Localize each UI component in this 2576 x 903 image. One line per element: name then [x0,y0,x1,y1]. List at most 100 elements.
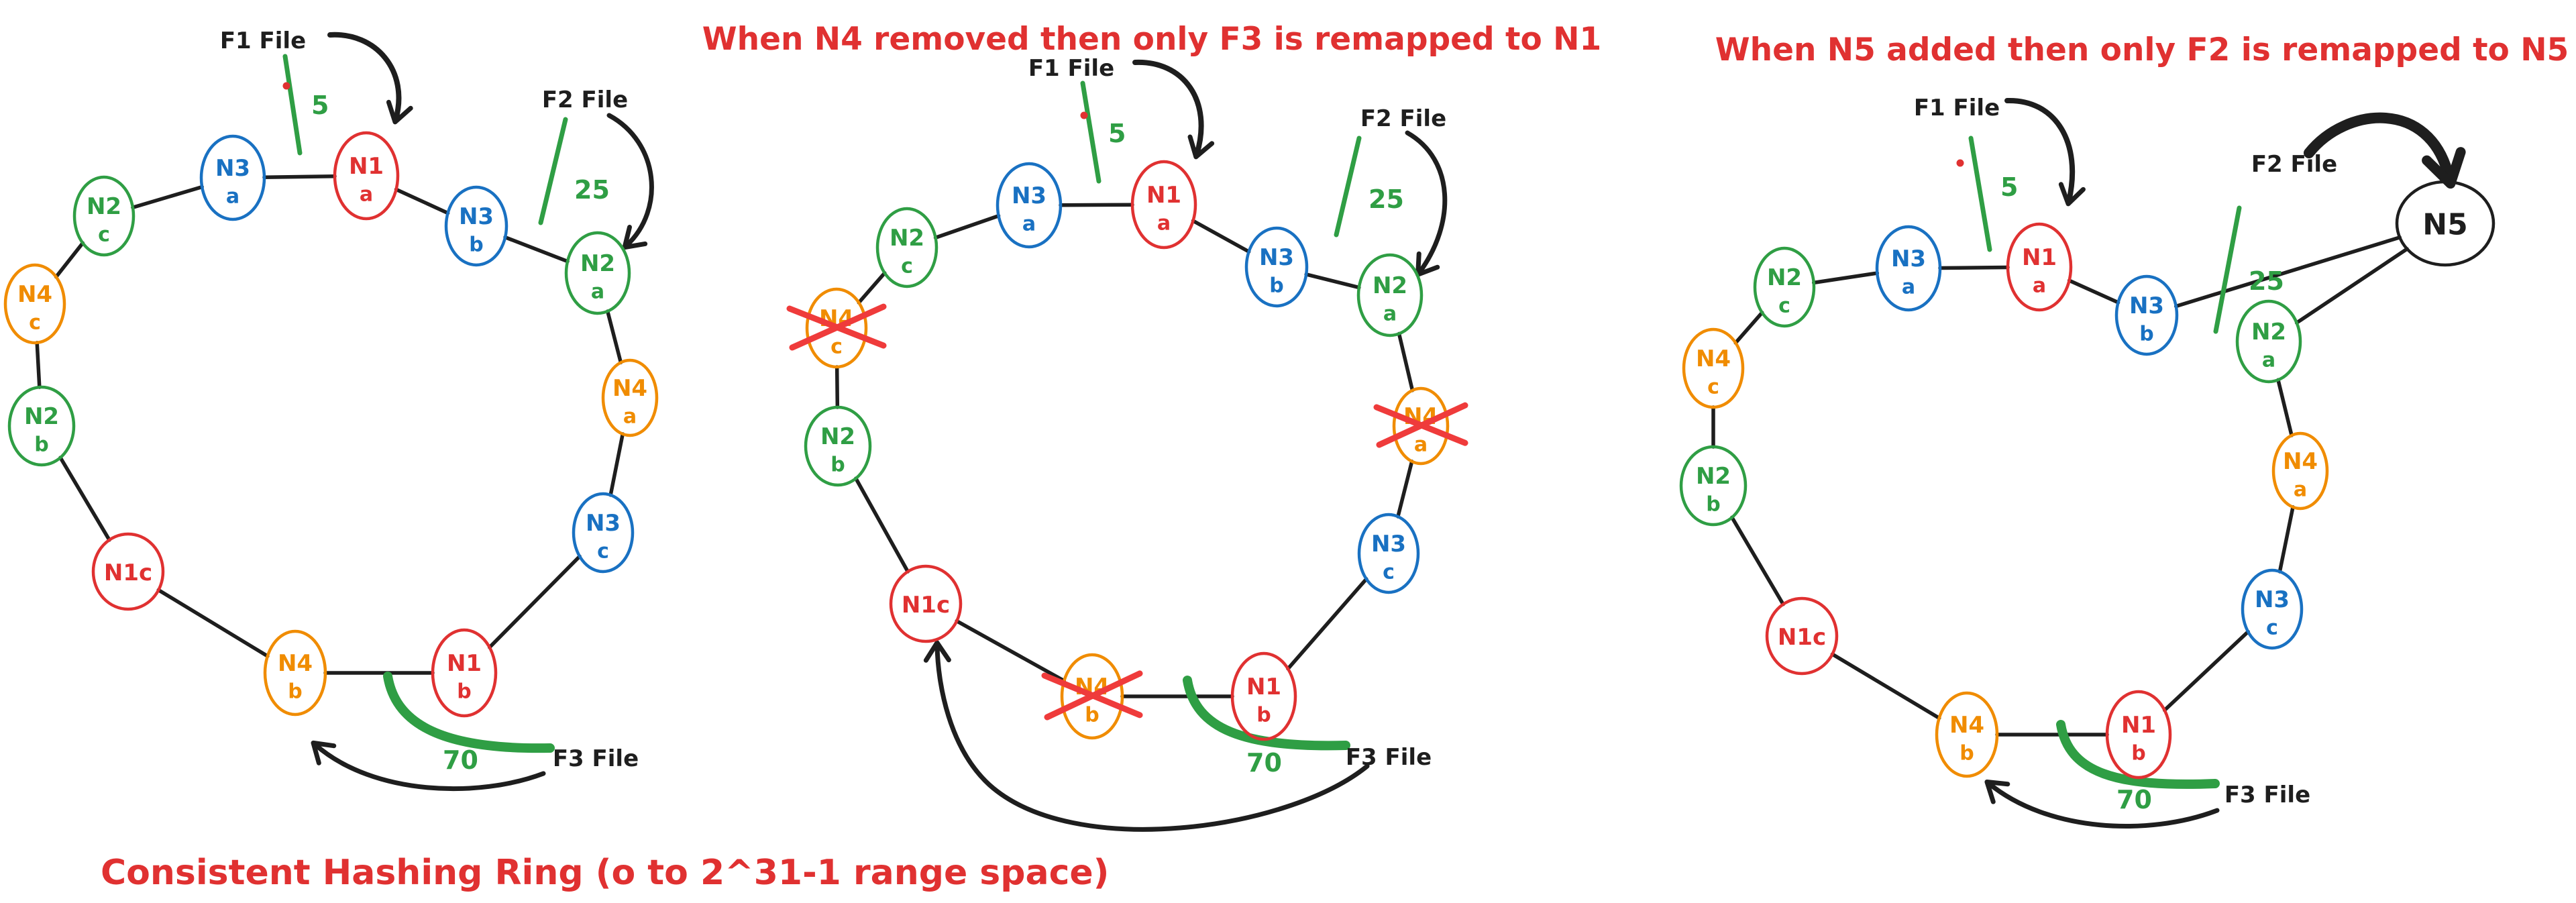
node-ellipse [7,385,76,467]
diagram-caption: Consistent Hashing Ring (o to 2^31-1 ran… [101,853,1109,893]
node-label: N3 [1259,244,1294,271]
hash-position-tick: 25 [1334,136,1404,237]
node-ellipse [1765,596,1839,676]
node-n3c: N3c [2241,568,2304,650]
ring-edge [857,271,887,305]
hash-value: 5 [1108,119,1126,148]
removed-cross-line [1376,402,1468,448]
ring-edge [2162,629,2250,712]
node-label: N3 [2255,586,2290,613]
node-ellipse [3,263,66,345]
node-label: N3 [1371,531,1406,557]
node-label: N1c [902,592,950,619]
hash-tick-stroke [1183,676,1350,751]
file-label: F2 File [1360,105,1446,132]
node-n2c: N2c [72,175,136,257]
f2-remap-arrow [2304,112,2466,189]
removed-cross-line [789,303,887,351]
node-replica-letter: b [1269,274,1283,298]
node-ellipse [1356,253,1424,337]
file-label: F2 File [542,87,628,113]
ring-edge [605,309,623,365]
node-replica-letter: a [360,183,373,207]
hash-value: 25 [1368,184,1404,214]
node-n4b: N4b [263,629,327,716]
ring-edge [2294,247,2409,325]
node-n2c: N2c [1753,246,1816,328]
node-replica-letter: a [2033,274,2046,298]
node-replica-letter: b [288,680,302,704]
removed-cross-line [1044,670,1143,721]
node-n3a: N3a [199,134,266,221]
ring-edge [488,554,582,649]
node-ellipse [1060,653,1124,740]
node-ellipse [91,532,165,611]
node-replica-letter: c [29,311,41,335]
ring-edge [1191,219,1251,254]
node-label: N2 [1767,264,1802,291]
node-label: N1 [349,153,384,180]
node-replica-letter: a [226,185,239,209]
node-replica-letter: b [1085,704,1099,727]
hash-value: 25 [574,175,610,205]
file-label: F2 File [2251,151,2337,178]
ring-edge [1396,460,1414,519]
node-replica-letter: c [901,255,913,278]
node-n4a: N4a [1373,386,1468,466]
node-label: N1 [2022,244,2057,271]
f1-hash-arrow [1132,59,1215,160]
ring-edge [1830,652,1941,721]
node-n2c: N2 c [875,207,938,288]
node-label: N3 [2129,293,2164,319]
node-ellipse [2271,431,2329,511]
ring-edge [608,432,625,497]
node-ellipse [199,134,266,221]
node-replica-letter: a [2262,349,2275,372]
node-label: N1 [447,650,482,677]
node-replica-letter: a [1022,213,1036,236]
node-n4a: N4a [2271,431,2329,511]
file-label: F1 File [220,28,306,54]
node-n1c: N1c [1765,596,1839,676]
hash-position-tick: 70 [1183,676,1350,778]
node-ellipse [564,231,631,315]
hash-value: 25 [2249,266,2284,296]
node-n1a: N1a [1130,160,1197,250]
node-n2a: N2a [564,231,631,315]
node-n2a: N2a [2235,299,2302,384]
node-ellipse [1753,246,1816,328]
node-replica-letter: c [830,335,843,359]
node-ellipse [263,629,327,716]
ring-edge [1286,577,1368,671]
node-replica-letter: b [830,454,845,477]
node-ellipse [805,287,868,369]
node-n4b: N4b [1041,653,1143,740]
node-replica-letter: b [1960,742,1974,765]
node-label: N2 [890,225,924,252]
node-replica-letter: b [457,680,471,704]
node-label: N1 [2121,712,2156,739]
ring-edge [394,187,450,215]
node-n3a: N3a [996,162,1063,249]
node-replica-letter: b [34,433,48,457]
hash-value: 5 [2000,172,2018,202]
node-replica-letter: a [591,280,604,304]
node-ellipse [1935,691,1999,778]
node-replica-letter: b [1256,704,1271,727]
node-replica-letter: b [2139,323,2153,346]
ring-edge [933,213,1001,240]
hash-value: 70 [1246,748,1282,778]
node-label: N1 [1246,674,1281,700]
node-label: N4 [1949,712,1984,739]
node-n4c: N4c [1682,327,1745,409]
ring-edge [2067,278,2121,305]
node-label: N2 [87,193,121,220]
node-ellipse [2006,222,2073,312]
node-n3b: N3b [444,185,508,267]
node-label: N2 [820,423,855,450]
hash-tick-stroke [1080,81,1102,184]
node-replica-letter: a [1383,303,1397,326]
hash-tick-stroke [383,672,555,753]
node-ellipse [444,185,508,267]
